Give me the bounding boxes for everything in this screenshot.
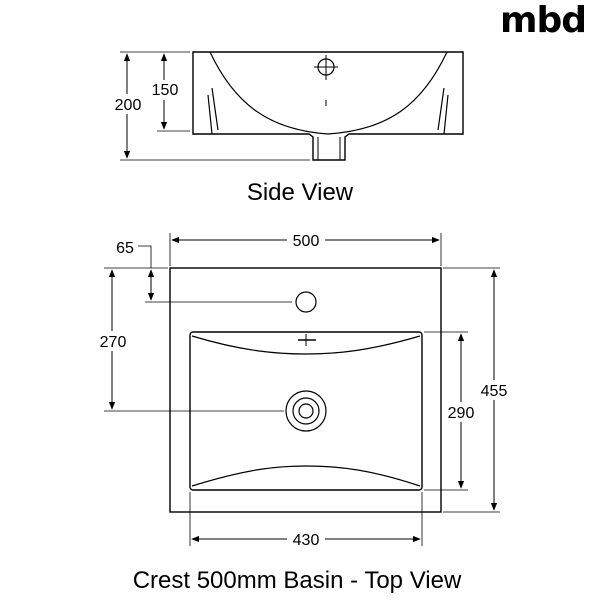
top-view-outline <box>169 267 442 513</box>
side-dim-150-label: 150 <box>152 82 179 99</box>
side-view-outline <box>192 51 464 161</box>
top-dim-455-label: 455 <box>481 383 508 400</box>
top-dim-290-label: 290 <box>448 405 475 422</box>
side-view-caption: Side View <box>247 179 354 206</box>
top-dim-430-label: 430 <box>293 532 320 549</box>
top-dim-500-label: 500 <box>293 233 320 250</box>
top-view-front-slope <box>191 465 421 487</box>
top-view-back-slope <box>191 335 421 355</box>
side-view <box>120 51 464 161</box>
side-view-pillar-left <box>207 87 219 135</box>
top-dim-65-label: 65 <box>116 240 134 257</box>
top-view-caption: Crest 500mm Basin - Top View <box>133 567 462 594</box>
side-view-bowl-curve <box>209 51 448 135</box>
brand-logo: mbd <box>500 0 587 41</box>
side-view-pillar-right <box>437 87 449 135</box>
top-view <box>104 233 500 546</box>
top-dim-270-label: 270 <box>100 334 127 351</box>
waste-drain-icon <box>285 390 327 432</box>
tap-hole-icon <box>295 291 317 313</box>
side-dim-200-label: 200 <box>115 97 142 114</box>
